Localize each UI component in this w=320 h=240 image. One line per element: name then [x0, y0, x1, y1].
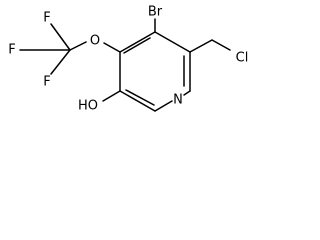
bond-c5-oh: [102, 90, 121, 102]
bond-c2-c3: [154, 31, 191, 53]
structure-diagram: Br Cl N O F F F HO: [8, 5, 249, 114]
atom-cl: Cl: [236, 51, 249, 66]
bond-o-cf3: [69, 41, 87, 51]
atom-ho: HO: [78, 99, 98, 114]
atom-f-left: F: [8, 43, 15, 58]
bond-c5-c6-double: [125, 89, 155, 106]
bond-c3-c4: [119, 31, 156, 53]
bond-ch2-cl: [211, 39, 231, 51]
bond-n-c2: [183, 90, 191, 96]
bond-c6-n: [154, 100, 173, 112]
atom-f-top: F: [43, 11, 50, 26]
atom-o-ether: O: [90, 34, 100, 49]
bond-c2-ch2: [189, 39, 213, 53]
atom-br: Br: [148, 5, 163, 20]
bond-cf3-f-top: [50, 23, 71, 51]
atom-f-bottom: F: [43, 75, 50, 90]
bond-c5-c6: [119, 90, 156, 112]
bond-cf3-f-bottom: [50, 49, 71, 75]
bond-c3-c4-double: [123, 37, 151, 54]
bond-c4-o: [103, 42, 121, 53]
atom-n: N: [173, 93, 183, 108]
